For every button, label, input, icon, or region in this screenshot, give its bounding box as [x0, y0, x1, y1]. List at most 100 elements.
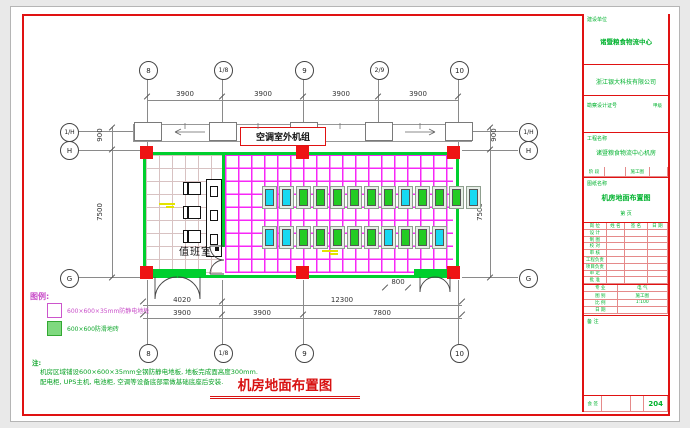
stage-cell: 阶 段: [584, 167, 605, 177]
column: [296, 266, 309, 279]
dim-line-top: [147, 100, 458, 101]
grid-bubble-top-2-9: 2/9: [370, 61, 389, 80]
rack-row-1: [262, 186, 481, 209]
rack-face: [367, 189, 376, 206]
sign-empty-cell: [625, 236, 648, 244]
sign-empty-cell: [606, 256, 626, 264]
ac-unit-label: 空调室外机组: [240, 127, 326, 146]
server-rack: [364, 186, 379, 209]
grid-bubble-top-1-8: 1/8: [214, 61, 233, 80]
sign-empty-cell: [606, 250, 626, 257]
legend-item-tile: 600×600防滑地砖: [67, 326, 119, 333]
server-room-floor: [225, 155, 453, 273]
axis-line: [77, 131, 133, 132]
server-rack: [381, 186, 396, 209]
rack-face: [384, 229, 393, 246]
stage-row: 阶 段 施工图: [584, 167, 668, 177]
server-rack: [279, 186, 294, 209]
sign-empty-cell: [625, 256, 648, 264]
stage-cell: [649, 167, 668, 177]
axis-line: [222, 79, 223, 125]
dim-line-bottom-2: [143, 318, 462, 319]
rack-face: [350, 189, 359, 206]
server-rack: [296, 186, 311, 209]
grid-bubble-bottom-8: 8: [139, 344, 158, 363]
info-label-cell: 比 例: [584, 299, 618, 308]
project-name: 诸暨粮食物流中心机房: [595, 150, 656, 157]
column: [447, 146, 460, 159]
note-label: 注:: [32, 359, 42, 367]
server-rack: [347, 226, 362, 249]
server-rack: [466, 186, 481, 209]
rack-face: [265, 189, 274, 206]
server-rack: [449, 186, 464, 209]
legend-item-antistatic: 600×600×35mm防静电地板: [67, 308, 150, 315]
info-value-cell: 1:100: [617, 299, 668, 308]
grid-bubble-left-h: H: [60, 141, 79, 160]
server-rack: [398, 226, 413, 249]
title-block-project: 工程名称 诸暨粮食物流中心机房 阶 段施工图: [584, 133, 668, 178]
grid-bubble-label: 1/8: [218, 350, 229, 357]
sign-empty-cell: [606, 270, 626, 278]
server-rack: [313, 226, 328, 249]
dim-left-900: 900: [96, 128, 104, 142]
sign-empty-cell: [625, 277, 648, 285]
axis-line: [470, 131, 518, 132]
chair: [188, 230, 201, 243]
grid-bubble-label: 8: [146, 349, 151, 358]
strip-left: 会 签: [584, 396, 603, 412]
rack-face: [401, 229, 410, 246]
rack-face: [282, 229, 291, 246]
floor-outlet-symbol: [322, 250, 338, 252]
info-label-cell: 专 业: [584, 285, 618, 293]
chair: [188, 206, 201, 219]
sign-empty-cell: [606, 263, 626, 271]
axis-line: [458, 79, 459, 146]
strip-cell: [631, 396, 645, 412]
sign-empty-cell: [647, 256, 668, 264]
rack-face: [435, 229, 444, 246]
title-block-drawing: 图纸名称 机房地面布置图 第 页: [584, 178, 668, 223]
owner-name: 诸暨粮食物流中心: [600, 38, 652, 46]
dim-line-left: [112, 127, 113, 277]
stage-cell: 施工图: [626, 167, 650, 177]
floor-outlet-symbol: [330, 253, 338, 255]
sign-empty-cell: [647, 243, 668, 251]
info-value-cell: 电 气: [617, 285, 668, 293]
owner-label: 建设单位: [587, 17, 608, 23]
title-block-signatures: 岗 位姓 名签 名日 期设 计制 图校 对审 核工程负责项目负责审 定批 准 专…: [584, 223, 668, 316]
rack-face: [384, 189, 393, 206]
dim-3900-b: 3900: [253, 309, 271, 317]
dim-3900-a: 3900: [173, 309, 191, 317]
legend-title: 图例:: [30, 292, 50, 301]
rack-face: [299, 189, 308, 206]
info-label-cell: 日 期: [584, 307, 618, 315]
dim-800: 800: [391, 278, 405, 286]
dim-top-4: 3900: [409, 90, 427, 98]
monitor: [210, 234, 218, 245]
floor-outlet-symbol: [159, 203, 175, 205]
info-label-cell: 图 别: [584, 292, 618, 300]
server-rack: [432, 226, 447, 249]
sign-empty-cell: [647, 263, 668, 271]
sign-role-cell: 审 核: [584, 250, 607, 257]
rack-face: [401, 189, 410, 206]
remark-label: 备 注: [587, 319, 599, 325]
sign-header-cell: 岗 位: [584, 223, 607, 230]
title-block-strip: 会 签 204: [584, 396, 668, 412]
column: [447, 266, 460, 279]
grid-bubble-label: 9: [302, 66, 307, 75]
sign-role-cell: 设 计: [584, 229, 607, 237]
door-sill: [414, 269, 454, 277]
sign-header-cell: 签 名: [625, 223, 648, 230]
grid-bubble-right-g: G: [519, 269, 538, 288]
server-rack: [381, 226, 396, 249]
column: [140, 266, 153, 279]
server-rack: [364, 226, 379, 249]
rack-face: [418, 229, 427, 246]
sign-empty-cell: [625, 263, 648, 271]
legend-swatch-antistatic: [47, 303, 62, 318]
strip-cell: [602, 396, 632, 412]
grid-bubble-label: 10: [455, 66, 464, 75]
column: [296, 146, 309, 159]
